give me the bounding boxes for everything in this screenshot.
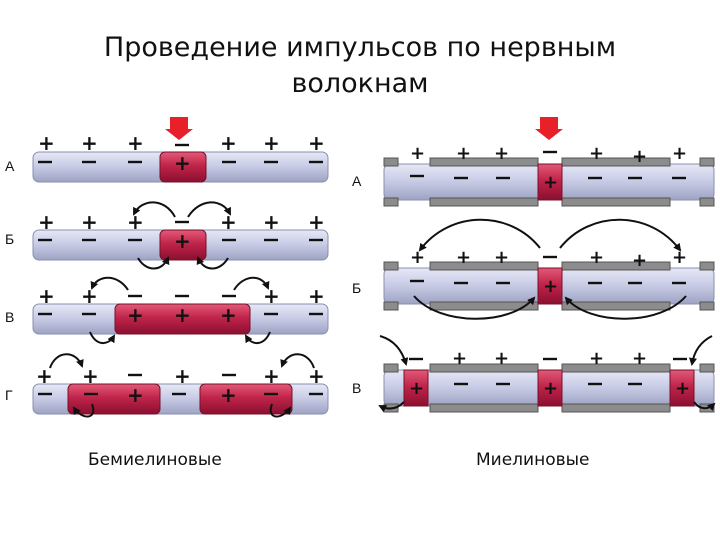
stimulus-arrow-icon: [540, 117, 558, 130]
svg-text:+: +: [308, 364, 325, 388]
current-arrows: [133, 201, 231, 270]
excited-node-of-ranvier: [537, 267, 563, 305]
stimulus-arrow-icon: [170, 117, 188, 130]
svg-text:+: +: [127, 303, 144, 327]
svg-text:+: +: [36, 364, 53, 388]
svg-text:+: +: [174, 303, 191, 327]
excited-segment: [199, 383, 293, 415]
svg-text:+: +: [589, 348, 604, 369]
svg-text:+: +: [263, 364, 280, 388]
svg-text:+: +: [308, 284, 325, 308]
svg-text:+: +: [543, 172, 558, 193]
svg-text:+: +: [38, 210, 55, 234]
svg-text:+: +: [263, 131, 280, 155]
row-label-left-b: Б: [5, 231, 14, 247]
fiber-right-b: + + + + + + +: [383, 218, 715, 320]
page-title: Проведение импульсов по нервным волокнам: [0, 30, 720, 102]
svg-text:+: +: [589, 247, 604, 268]
excited-segment: [159, 151, 207, 183]
title-line-1: Проведение импульсов по нервным: [103, 32, 617, 63]
svg-text:+: +: [81, 210, 98, 234]
svg-text:+: +: [127, 383, 144, 407]
row-label-right-a: А: [352, 173, 362, 189]
fiber-left-v: + + + + + + +: [32, 276, 329, 344]
stimulus-arrow-head-icon: [165, 129, 193, 140]
svg-text:+: +: [174, 229, 191, 253]
fiber-right-a: + + + + + + +: [383, 117, 715, 207]
svg-text:+: +: [263, 210, 280, 234]
right-row-labels: А Б В: [352, 173, 362, 396]
fiber-left-b: + + + + + + +: [32, 201, 329, 270]
excited-segment: [67, 383, 161, 415]
excited-node-of-ranvier: [537, 369, 563, 407]
svg-text:+: +: [632, 348, 647, 369]
excited-segment: [159, 229, 207, 261]
svg-text:+: +: [543, 378, 558, 399]
svg-text:+: +: [456, 143, 471, 164]
myelin-sheath: [383, 157, 715, 207]
svg-text:+: +: [220, 210, 237, 234]
svg-text:+: +: [308, 210, 325, 234]
svg-text:+: +: [81, 131, 98, 155]
svg-text:+: +: [127, 131, 144, 155]
svg-text:+: +: [409, 378, 424, 399]
svg-text:+: +: [589, 143, 604, 164]
svg-text:+: +: [632, 250, 647, 271]
fiber-left-g: + + + + + + +: [32, 353, 329, 418]
fiber-right-v: + + + + + + +: [378, 335, 716, 413]
svg-text:+: +: [174, 364, 191, 388]
svg-text:+: +: [220, 131, 237, 155]
row-label-left-g: Г: [5, 387, 13, 403]
caption-unmyelinated: Бемиелиновые: [88, 450, 222, 470]
svg-text:+: +: [38, 284, 55, 308]
svg-text:+: +: [410, 143, 425, 164]
svg-text:+: +: [675, 378, 690, 399]
svg-text:+: +: [494, 348, 509, 369]
svg-text:+: +: [632, 146, 647, 167]
minus-signs: [38, 143, 323, 164]
svg-text:+: +: [672, 247, 687, 268]
svg-text:+: +: [174, 151, 191, 175]
excited-node-of-ranvier: [669, 369, 695, 407]
title-line-2: волокнам: [291, 68, 429, 99]
svg-text:+: +: [220, 383, 237, 407]
svg-text:+: +: [220, 303, 237, 327]
svg-text:+: +: [127, 210, 144, 234]
svg-text:+: +: [410, 247, 425, 268]
svg-text:+: +: [452, 348, 467, 369]
svg-text:+: +: [456, 247, 471, 268]
excited-node-of-ranvier: [537, 163, 563, 201]
row-label-left-a: А: [5, 158, 15, 174]
svg-text:+: +: [672, 143, 687, 164]
svg-text:+: +: [82, 364, 99, 388]
saltatory-current-arrows: [413, 218, 687, 320]
excited-node-of-ranvier: [403, 369, 429, 407]
svg-text:+: +: [81, 284, 98, 308]
row-label-right-b: Б: [352, 280, 361, 296]
svg-text:+: +: [494, 247, 509, 268]
svg-text:+: +: [38, 131, 55, 155]
caption-myelinated: Миелиновые: [476, 450, 590, 470]
stimulus-arrow-head-icon: [535, 129, 563, 140]
fiber-left-a: + + + + + + +: [32, 117, 329, 183]
row-label-left-v: В: [5, 309, 14, 325]
svg-text:+: +: [263, 284, 280, 308]
svg-text:+: +: [308, 131, 325, 155]
svg-text:+: +: [494, 143, 509, 164]
svg-text:+: +: [543, 276, 558, 297]
left-row-labels: А Б В Г: [5, 158, 15, 403]
excited-segment: [114, 303, 251, 335]
row-label-right-v: В: [352, 380, 361, 396]
